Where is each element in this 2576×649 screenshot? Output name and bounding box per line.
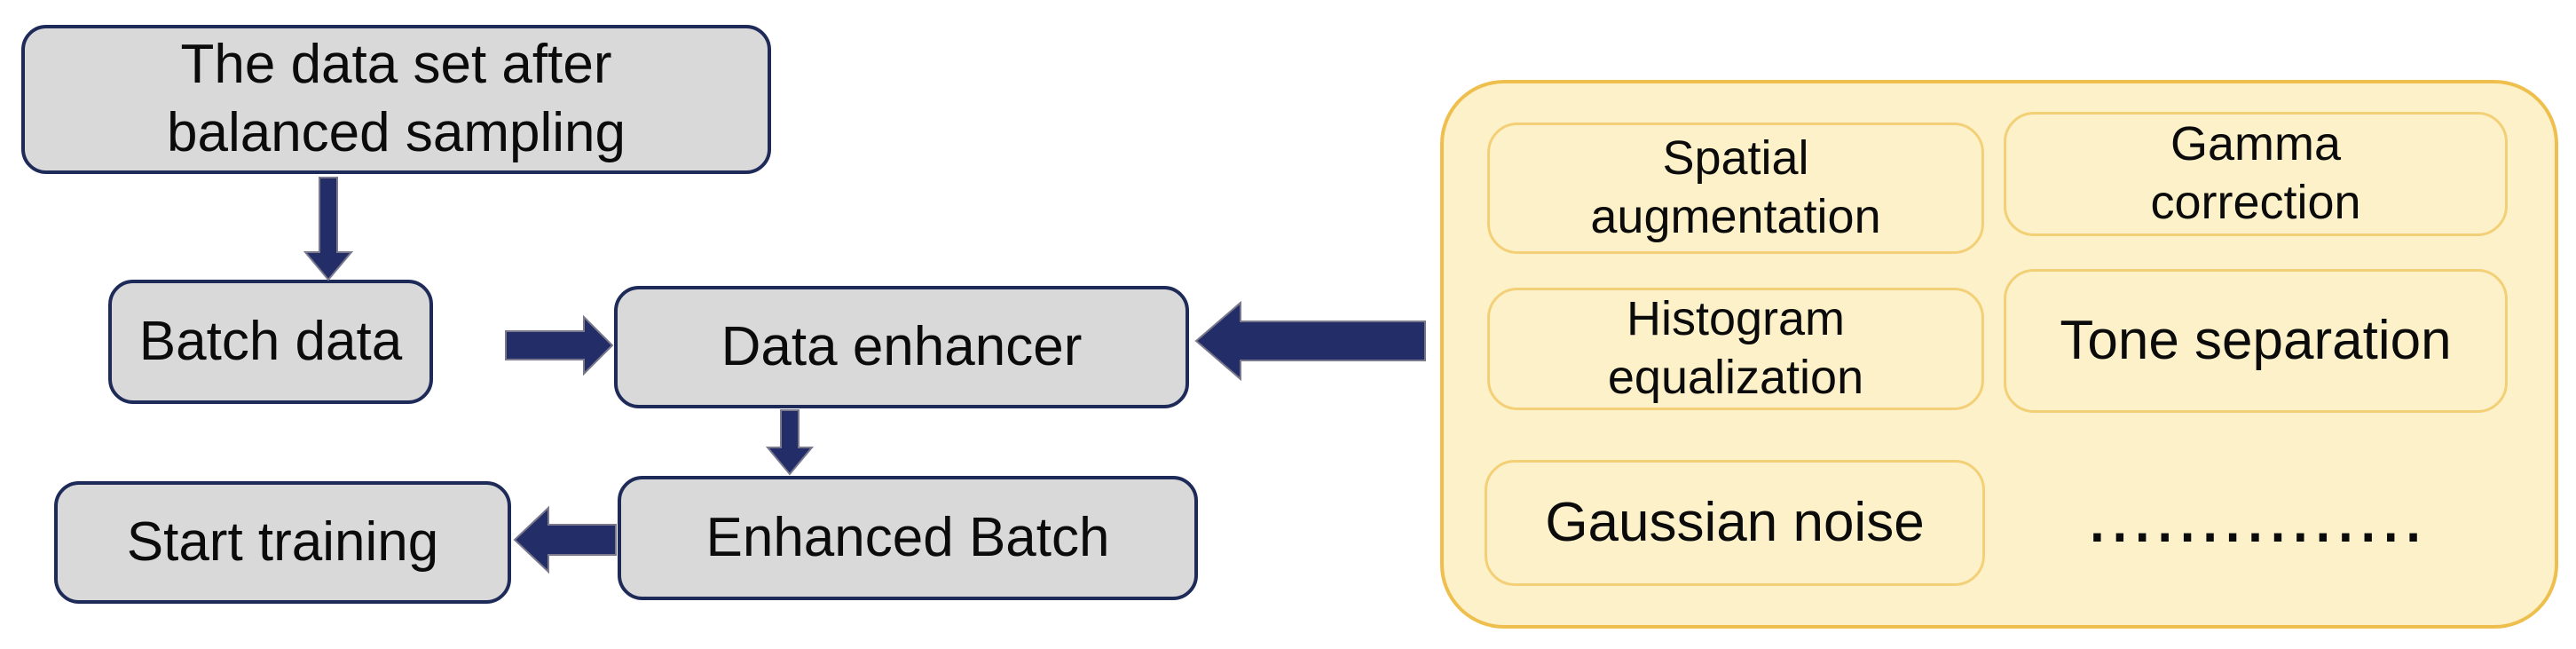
panel-item-spatial-line1: Spatial (1662, 131, 1809, 186)
node-data-enhancer: Data enhancer (614, 286, 1189, 408)
panel-item-spatial-augmentation: Spatial augmentation (1487, 123, 1984, 254)
node-dataset-line1: The data set after (180, 34, 612, 96)
node-batch-data: Batch data (108, 280, 433, 404)
node-enhanced-batch-label: Enhanced Batch (705, 506, 1110, 568)
arrow-panel-to-enhancer (1194, 300, 1426, 382)
arrow-enhancer-to-enhanced (765, 409, 815, 476)
panel-item-spatial-line2: augmentation (1590, 190, 1881, 243)
node-start-training: Start training (54, 481, 511, 604)
node-batch-data-label: Batch data (138, 310, 403, 372)
panel-item-gaussian-label: Gaussian noise (1545, 492, 1925, 554)
panel-item-histogram-line2: equalization (1607, 351, 1864, 404)
panel-item-ellipsis: ............... (2004, 471, 2508, 595)
panel-item-tone-label: Tone separation (2060, 310, 2452, 372)
arrow-enhanced-to-training (513, 505, 617, 574)
node-dataset: The data set after balanced sampling (21, 25, 771, 174)
panel-item-gaussian-noise: Gaussian noise (1485, 460, 1985, 586)
node-enhanced-batch: Enhanced Batch (618, 476, 1198, 600)
node-start-training-label: Start training (126, 510, 439, 573)
ellipsis-dots: ............... (2086, 471, 2425, 558)
panel-item-gamma-line1: Gamma (2170, 117, 2342, 171)
panel-item-gamma-line2: correction (2150, 176, 2361, 229)
panel-item-tone-separation: Tone separation (2004, 269, 2508, 413)
arrow-dataset-to-batch (303, 177, 354, 281)
arrow-batch-to-enhancer (505, 314, 614, 376)
panel-item-histogram-equalization: Histogram equalization (1487, 288, 1984, 410)
node-dataset-line2: balanced sampling (166, 102, 626, 163)
panel-item-histogram-line1: Histogram (1626, 292, 1846, 346)
panel-item-gamma-correction: Gamma correction (2004, 112, 2508, 236)
node-data-enhancer-label: Data enhancer (721, 315, 1083, 377)
